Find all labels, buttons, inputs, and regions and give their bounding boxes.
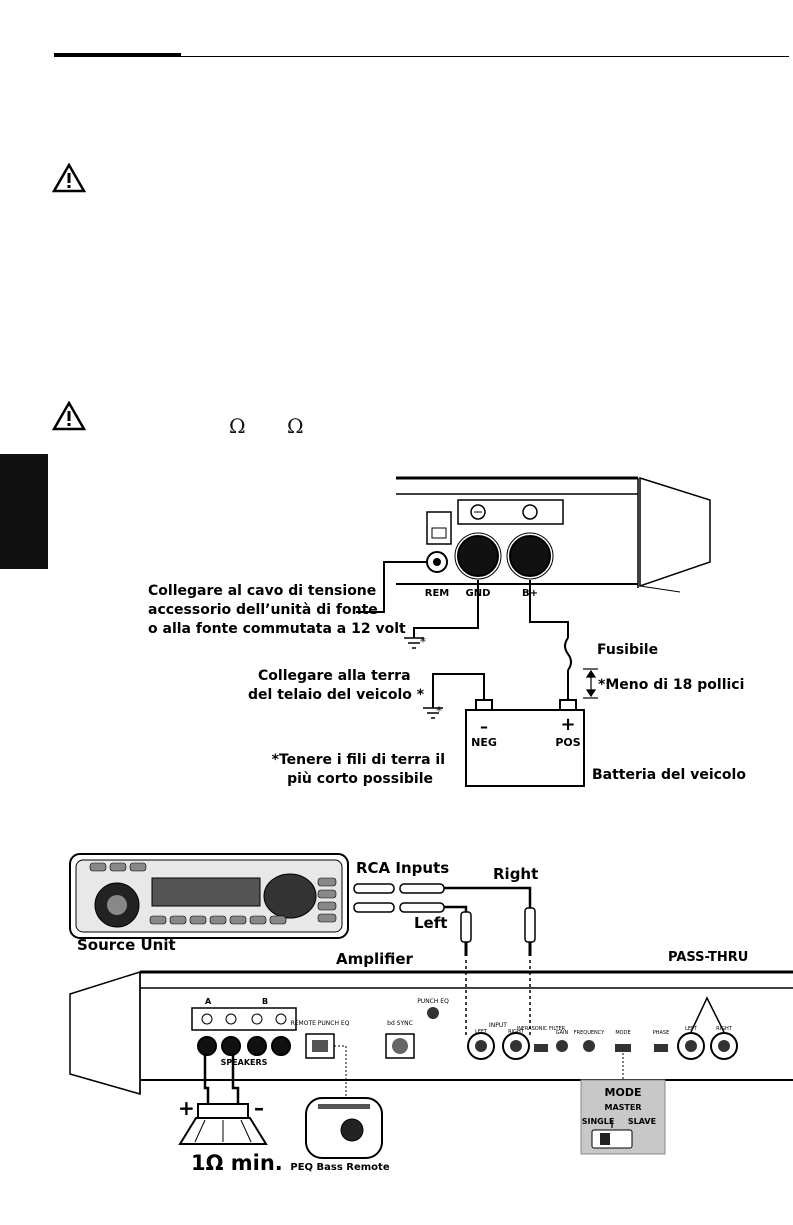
speakers-label: SPEAKERS [221, 1058, 268, 1067]
mode-single-label: SINGLE [582, 1117, 615, 1126]
asterisk-mark: * [420, 635, 426, 649]
punch-eq-label: PUNCH EQ [417, 998, 449, 1005]
amplifier-label: Amplifier [336, 950, 414, 968]
power-wires [356, 561, 569, 708]
fuse-distance-note: *Meno di 18 pollici [598, 677, 744, 693]
min-impedance-label: 1Ω min. [191, 1151, 283, 1175]
fuse-label: Fusibile [597, 642, 658, 658]
remote-note-line1: Collegare al cavo di tensione [148, 583, 376, 599]
left-channel-label: Left [414, 914, 447, 932]
vehicle-battery [465, 699, 585, 787]
ohm-symbol: Ω [229, 414, 246, 438]
terminal-rem-label: REM [425, 588, 450, 599]
battery-neg-label: NEG [471, 736, 497, 749]
warning-icon [52, 401, 86, 431]
input-label: INPUT [489, 1022, 507, 1029]
battery-positive-sign: + [560, 714, 575, 735]
amplifier-body [69, 970, 793, 1095]
pass-thru-label: PASS-THRU [668, 950, 748, 965]
frequency-label: FREQUENCY [574, 1030, 605, 1036]
warning-icon [52, 163, 86, 193]
remote-note-line2: accessorio dell’unità di fonte [148, 602, 378, 618]
mode-label: MODE [615, 1030, 630, 1036]
remote-punch-eq-label: REMOTE PUNCH EQ [291, 1020, 350, 1027]
asterisk-mark: * [436, 704, 442, 718]
speaker-wires [203, 1055, 240, 1104]
mode-switch-detail [580, 1079, 666, 1155]
bd-sync-label: bd SYNC [387, 1020, 413, 1027]
system-connection-diagram: RCA Inputs Right Left Source Unit Amplif… [69, 853, 793, 1175]
channel-b-label: B [262, 997, 268, 1006]
amplifier-end-panel [396, 476, 711, 593]
peq-remote-label: PEQ Bass Remote [290, 1162, 389, 1173]
rca-inputs-label: RCA Inputs [356, 859, 449, 877]
input-left-label: LEFT [475, 1029, 488, 1035]
infrasonic-filter-label: INFRASONIC FILTER [517, 1026, 566, 1032]
battery-label: Batteria del veicolo [592, 767, 746, 783]
short-wire-note-line1: *Tenere i fili di terra il [272, 752, 445, 768]
phase-label: PHASE [653, 1030, 670, 1036]
mode-master-label: MASTER [605, 1103, 642, 1112]
distance-dimension [583, 668, 598, 699]
short-wire-note-line2: più corto possibile [287, 771, 433, 787]
ground-note-line1: Collegare alla terra [258, 668, 411, 684]
mode-slave-label: SLAVE [628, 1117, 656, 1126]
language-side-tab [0, 454, 48, 569]
battery-negative-sign: – [480, 717, 488, 736]
ground-note-line2: del telaio del veicolo * [248, 687, 425, 703]
rca-cables [353, 883, 536, 1038]
mode-zoom-title: MODE [605, 1086, 642, 1099]
power-wiring-diagram: REM GND B+ * * – + NEG POS Collegare al … [148, 476, 746, 787]
gain-label: GAIN [556, 1030, 569, 1036]
subwoofer-speaker [178, 1103, 268, 1145]
right-channel-label: Right [493, 865, 538, 883]
ground-symbol [404, 637, 424, 649]
header-rule [54, 56, 789, 57]
remote-note-line3: o alla fonte commutata a 12 volt [148, 621, 406, 637]
ohm-symbol: Ω [287, 414, 304, 438]
source-unit [69, 853, 349, 939]
header-tab-bar [54, 53, 181, 57]
battery-pos-label: POS [555, 736, 580, 749]
pass-right-label: RIGHT [716, 1026, 733, 1032]
channel-a-label: A [205, 997, 212, 1006]
speaker-plus-sign: + [178, 1096, 195, 1120]
source-unit-label: Source Unit [77, 936, 176, 954]
input-right-label: RIGHT [508, 1029, 525, 1035]
fuse-symbol [564, 637, 572, 671]
pass-left-label: LEFT [685, 1026, 698, 1032]
ground-symbol [423, 707, 443, 719]
peq-bass-remote [305, 1097, 383, 1159]
speaker-minus-sign: – [254, 1096, 264, 1120]
